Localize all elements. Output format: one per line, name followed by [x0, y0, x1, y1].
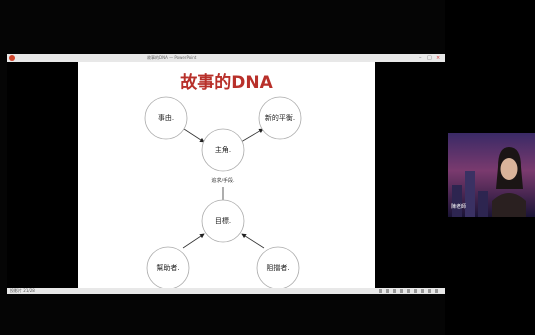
edge-label-pursuit-means: 追求/手段. [211, 177, 235, 184]
node-new-balance [258, 96, 302, 140]
node-obstacle [256, 246, 300, 288]
participant-name: 陳老師 [451, 204, 467, 210]
edge-obstacle-to-goal [241, 233, 265, 249]
participant-avatar [492, 147, 526, 217]
edge-cause-to-protagonist [183, 128, 205, 143]
node-cause [144, 96, 188, 140]
powerpoint-logo-icon [9, 55, 15, 61]
slide: 故事的DNA 事由. 新的平衡. 主角. 目標. 幫助者. 阻擋者. 追求/手段… [78, 62, 375, 288]
close-icon[interactable]: × [436, 55, 441, 61]
node-helper-label: 幫助者. [156, 263, 179, 272]
node-obstacle-label: 阻擋者. [266, 263, 289, 272]
window-title: 故事的DNA — PowerPoint [147, 55, 197, 60]
city-building [452, 185, 462, 217]
node-protagonist [201, 128, 245, 172]
city-building [465, 171, 475, 217]
webcam-feed[interactable]: 陳老師 [448, 133, 535, 217]
node-goal-label: 目標. [215, 216, 231, 225]
maximize-icon[interactable]: □ [427, 55, 432, 61]
node-goal [201, 199, 245, 243]
powerpoint-title-bar: 故事的DNA — PowerPoint – □ × [7, 54, 445, 62]
story-dna-diagram: 事由. 新的平衡. 主角. 目標. 幫助者. 阻擋者. 追求/手段. [144, 96, 302, 288]
slide-counter: 投影片 21/28 [10, 288, 35, 293]
view-controls[interactable] [379, 289, 439, 293]
node-protagonist-label: 主角. [215, 145, 231, 154]
node-helper [146, 246, 190, 288]
slide-title: 故事的DNA [180, 73, 273, 93]
minimize-icon[interactable]: – [419, 55, 422, 61]
node-cause-label: 事由. [158, 113, 174, 122]
node-new-balance-label: 新的平衡. [265, 113, 295, 122]
edge-helper-to-goal [182, 233, 205, 249]
powerpoint-status-bar: 投影片 21/28 [7, 288, 445, 294]
edge-protagonist-to-new-balance [240, 128, 264, 143]
city-building [478, 191, 488, 217]
